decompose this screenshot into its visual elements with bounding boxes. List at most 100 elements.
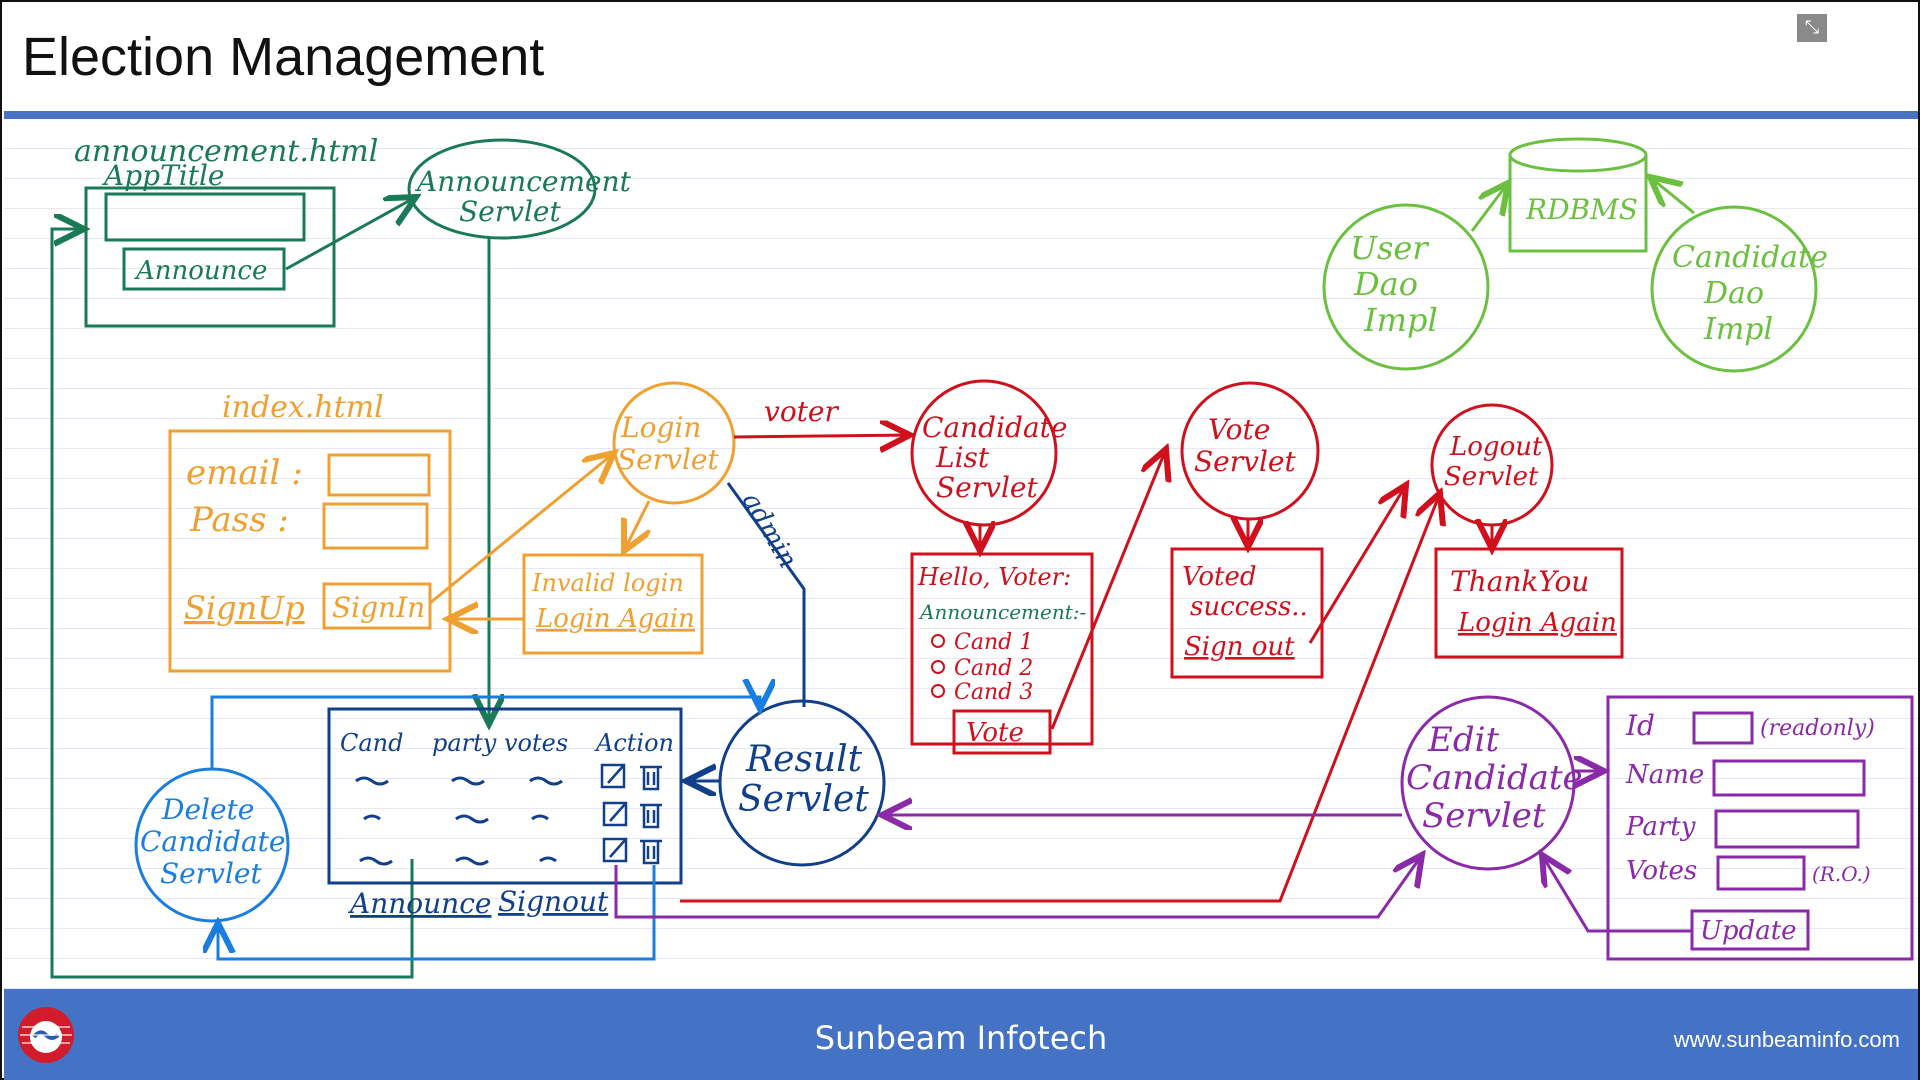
thankyou-line1: ThankYou	[1450, 565, 1589, 598]
index-page-box	[168, 429, 452, 673]
logout-servlet-line2: Servlet	[1444, 462, 1539, 492]
signup-link[interactable]: SignUp	[184, 589, 305, 627]
candidate-dao-line1: Candidate	[1672, 240, 1828, 275]
edit-name-field[interactable]	[1712, 759, 1866, 797]
candidate-list-line2: List	[935, 441, 990, 474]
candidate-dao-line3: Impl	[1703, 312, 1773, 347]
voted-line2: success..	[1190, 592, 1308, 622]
login-to-result-line	[726, 482, 806, 707]
table-announce-to-page-arrow	[50, 229, 414, 979]
thankyou-box	[1434, 547, 1624, 659]
thankyou-login-again-link[interactable]: Login Again	[1457, 608, 1617, 638]
flow-diagram: announcement.html AppTitle Announce Anno…	[50, 134, 1914, 979]
edit-id-label: Id	[1625, 709, 1655, 742]
title-divider	[4, 111, 1918, 119]
email-field[interactable]	[327, 453, 431, 497]
col-header-votes: votes	[504, 729, 568, 757]
voter-edge-label: voter	[764, 395, 839, 428]
index-file-label: index.html	[222, 390, 384, 425]
signout-to-logout-arrow	[1308, 485, 1406, 644]
candidate-dao-line2: Dao	[1703, 276, 1764, 311]
announcement-file-label: announcement.html	[74, 134, 378, 169]
candidate-radios[interactable]	[931, 634, 945, 698]
delete-servlet-line1: Delete	[161, 793, 254, 826]
update-button-box[interactable]	[1690, 909, 1810, 951]
edit-votes-field	[1716, 855, 1806, 891]
hello-voter-text: Hello, Voter:	[917, 563, 1071, 591]
vote-button-box[interactable]	[952, 709, 1052, 755]
edit-id-field	[1692, 711, 1754, 745]
voted-line1: Voted	[1182, 562, 1257, 592]
login-to-candidatelist-arrow	[733, 435, 910, 437]
rdbms-label: RDBMS	[1525, 193, 1638, 226]
delete-servlet-line3: Servlet	[160, 857, 262, 890]
userdao-to-rdbms-arrow	[1470, 183, 1508, 232]
edit-icons[interactable]	[600, 763, 628, 863]
edit-icon-to-editservlet-arrow	[614, 855, 1422, 919]
table-announce-link[interactable]: Announce	[347, 887, 491, 920]
edit-party-label: Party	[1625, 812, 1696, 842]
sunbeam-logo-icon	[18, 1007, 74, 1063]
signin-button-box[interactable]	[322, 582, 432, 630]
trash-to-delete-arrow	[218, 865, 656, 961]
trash-icons[interactable]	[640, 765, 662, 865]
delete-servlet-line2: Candidate	[140, 825, 285, 858]
user-dao-line2: Dao	[1353, 265, 1418, 303]
vote-to-voteservlet-arrow	[1050, 449, 1166, 730]
edit-readonly-label: (readonly)	[1760, 716, 1875, 741]
candidate-option-1[interactable]: Cand 1	[954, 630, 1033, 655]
login-servlet-node	[612, 381, 736, 505]
candidate-option-3[interactable]: Cand 3	[954, 680, 1033, 705]
invalid-login-box	[522, 553, 704, 655]
voter-announcement-text: Announcement:-	[918, 600, 1087, 624]
page-title: Election Management	[22, 27, 545, 87]
logout-servlet-line1: Logout	[1449, 432, 1543, 462]
invalid-login-again-link[interactable]: Login Again	[535, 604, 695, 634]
table-row-placeholders	[355, 776, 563, 866]
login-to-invalid-arrow	[624, 500, 649, 551]
app-title-label: AppTitle	[101, 159, 224, 192]
col-header-party: party	[432, 729, 497, 757]
footer-url-link[interactable]: www.sunbeaminfo.com	[1673, 1027, 1900, 1052]
user-dao-line3: Impl	[1363, 301, 1438, 339]
edit-form-box	[1606, 695, 1914, 961]
result-servlet-line2: Servlet	[738, 779, 869, 820]
voter-page-box	[910, 552, 1094, 746]
announce-button[interactable]: Announce	[134, 256, 267, 286]
signin-button[interactable]: SignIn	[332, 591, 425, 624]
signin-to-login-arrow	[429, 453, 614, 605]
vote-servlet-line1: Vote	[1208, 413, 1270, 446]
delete-to-result-arrow	[210, 697, 760, 769]
voted-signout-link[interactable]: Sign out	[1184, 632, 1295, 662]
result-table-box	[327, 707, 683, 885]
col-header-cand: Cand	[340, 729, 404, 757]
vote-servlet-line2: Servlet	[1194, 445, 1296, 478]
table-signout-to-logout-arrow	[680, 493, 1440, 903]
edit-ro-label: (R.O.)	[1812, 862, 1871, 886]
update-button[interactable]: Update	[1700, 916, 1797, 946]
vote-button[interactable]: Vote	[966, 718, 1024, 748]
result-servlet-node	[718, 699, 886, 867]
voted-box	[1170, 547, 1324, 679]
footer-company: Sunbeam Infotech	[814, 1019, 1108, 1057]
login-servlet-line1: Login	[620, 411, 701, 444]
collapse-icon[interactable]: ⤡	[1797, 14, 1827, 42]
announcement-servlet-node	[407, 138, 597, 240]
edit-servlet-line1: Edit	[1427, 720, 1499, 760]
diagram-canvas: announcement.html AppTitle Announce Anno…	[4, 119, 1918, 989]
announcement-servlet-line1: Announcement	[414, 165, 632, 198]
candidate-option-2[interactable]: Cand 2	[954, 656, 1033, 681]
admin-edge-label: admin	[736, 488, 803, 574]
footer-bar: Sunbeam Infotech www.sunbeaminfo.com	[4, 989, 1918, 1080]
candidatedao-to-rdbms-arrow	[1650, 177, 1695, 215]
candidate-list-line1: Candidate	[922, 411, 1067, 444]
edit-servlet-line3: Servlet	[1422, 796, 1546, 836]
table-signout-link[interactable]: Signout	[498, 885, 609, 918]
edit-votes-label: Votes	[1626, 856, 1697, 886]
password-field[interactable]	[322, 502, 429, 550]
result-servlet-line1: Result	[745, 739, 863, 780]
edit-name-label: Name	[1625, 760, 1704, 790]
login-servlet-line2: Servlet	[617, 443, 719, 476]
edit-party-field[interactable]	[1714, 809, 1860, 849]
